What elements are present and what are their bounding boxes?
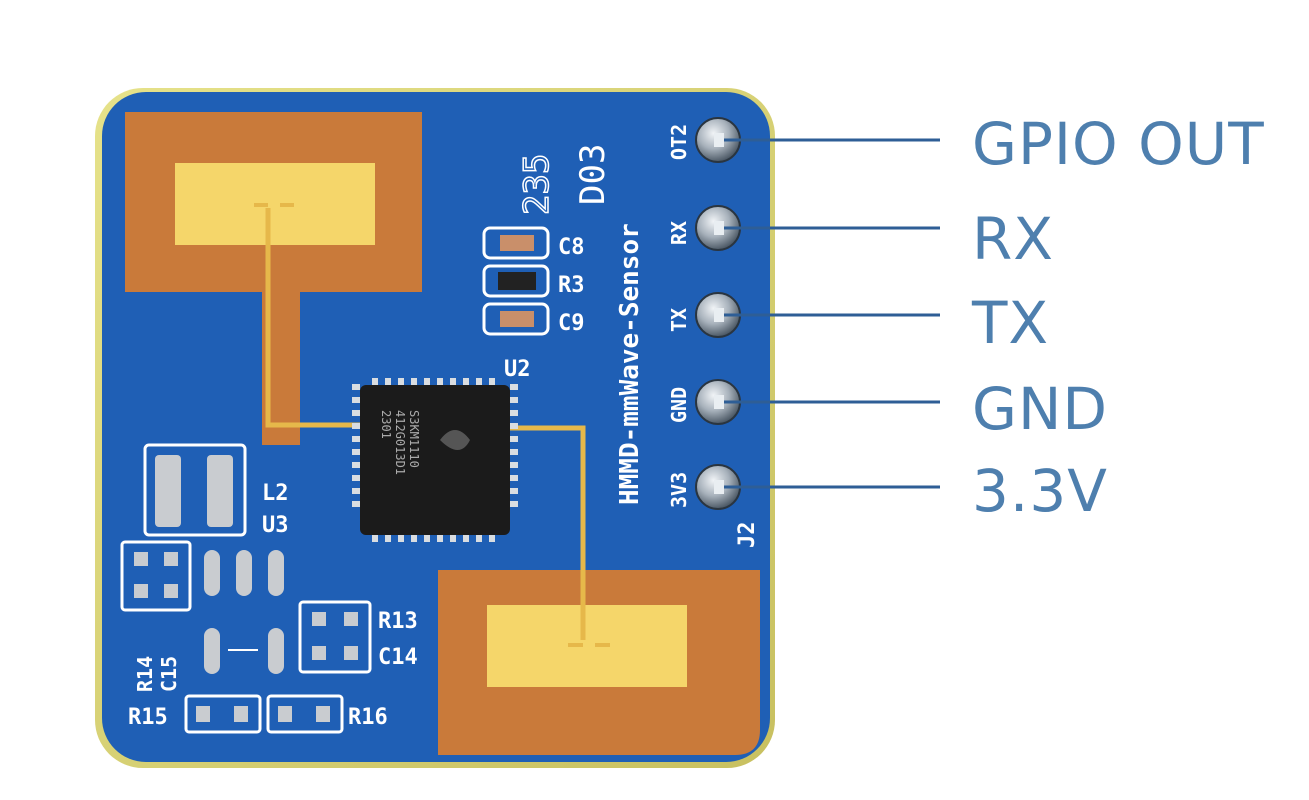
chip-lead — [510, 423, 518, 429]
pin-label-gnd: GND — [972, 375, 1108, 443]
chip-lead — [352, 423, 360, 429]
chip-lead — [476, 534, 482, 542]
chip-lead — [372, 378, 378, 386]
silk-c14: C14 — [378, 645, 418, 670]
chip-lead — [352, 410, 360, 416]
chip-lead — [411, 378, 417, 386]
silk-u3: U3 — [262, 513, 289, 538]
chip-lead — [352, 384, 360, 390]
chip-lead — [510, 384, 518, 390]
pad-group-r16 — [266, 694, 344, 734]
antenna-pad-bottom — [487, 605, 687, 687]
silk-pin-tx: TX — [667, 308, 691, 332]
capacitor-c8 — [482, 226, 550, 260]
chip-lead — [411, 534, 417, 542]
silk-serial: 235 — [517, 154, 557, 215]
chip-lead — [510, 488, 518, 494]
pad-group-r14-c15 — [120, 540, 192, 612]
silk-c15: C15 — [157, 656, 181, 692]
silk-r16: R16 — [348, 705, 388, 730]
chip-lead — [450, 378, 456, 386]
chip-lead — [510, 501, 518, 507]
chip-logo — [440, 430, 470, 450]
chip-lead — [352, 501, 360, 507]
chip-lead — [352, 436, 360, 442]
header-pin-tip-rx — [714, 221, 724, 235]
pin-label-3v3: 3.3V — [972, 457, 1108, 525]
chip-lead — [352, 462, 360, 468]
silk-r15: R15 — [128, 705, 168, 730]
feed-trace-top — [265, 208, 360, 428]
chip-lead — [510, 462, 518, 468]
chip-lead — [463, 534, 469, 542]
chip-lead — [510, 436, 518, 442]
chip-lead — [437, 378, 443, 386]
feed-trace-bottom — [510, 425, 586, 640]
silk-l2: L2 — [262, 481, 289, 506]
silk-pin-3v3: 3V3 — [667, 472, 691, 508]
silk-model: HMMD-mmWave-Sensor — [615, 223, 645, 505]
silk-pin-rx: RX — [667, 221, 691, 245]
chip-lead — [463, 378, 469, 386]
chip-lead — [398, 534, 404, 542]
chip-lead — [352, 488, 360, 494]
silk-u2: U2 — [504, 357, 531, 382]
pin-label-tx: TX — [972, 289, 1050, 357]
chip-line-3: 2301 — [379, 410, 393, 439]
chip-lead — [510, 397, 518, 403]
chip-lead — [510, 449, 518, 455]
header-pin-tip-gpio-out — [714, 133, 724, 147]
header-pin-tip-3v3 — [714, 480, 724, 494]
header-pin-tip-gnd — [714, 395, 724, 409]
pin-label-rx: RX — [972, 205, 1055, 273]
chip-lead — [352, 397, 360, 403]
chip-lead — [489, 534, 495, 542]
chip-lead — [352, 475, 360, 481]
silk-pin-gnd: GND — [667, 387, 691, 423]
silk-pin-ot2: OT2 — [667, 124, 691, 160]
pad-group-r15 — [184, 694, 262, 734]
chip-lead — [510, 475, 518, 481]
chip-lead — [510, 410, 518, 416]
chip-line-1: S3KM1110 — [407, 410, 421, 468]
chip-line-2: 412G013D1 — [393, 410, 407, 475]
chip-lead — [385, 378, 391, 386]
silk-c9: C9 — [558, 311, 585, 336]
silk-c8: C8 — [558, 235, 585, 260]
chip-lead — [372, 534, 378, 542]
chip-lead — [385, 534, 391, 542]
radar-chip: S3KM1110 412G013D1 2301 — [352, 378, 518, 542]
resistor-r3 — [482, 264, 550, 298]
chip-lead — [424, 378, 430, 386]
silk-r3: R3 — [558, 273, 585, 298]
chip-lead — [437, 534, 443, 542]
capacitor-c9 — [482, 302, 550, 336]
silk-batch: D03 — [573, 144, 613, 205]
chip-lead — [424, 534, 430, 542]
pad-group-r13-c14 — [298, 600, 372, 674]
chip-lead — [489, 378, 495, 386]
header-pin-tip-tx — [714, 308, 724, 322]
pad-group-u3 — [204, 550, 284, 674]
silk-r14: R14 — [133, 656, 157, 692]
chip-lead — [352, 449, 360, 455]
silk-r13: R13 — [378, 609, 418, 634]
inductor-l2 — [143, 443, 247, 537]
pin-label-gpio-out: GPIO OUT — [972, 110, 1265, 178]
silk-j2: J2 — [735, 522, 760, 549]
chip-lead — [398, 378, 404, 386]
chip-lead — [476, 378, 482, 386]
chip-lead — [450, 534, 456, 542]
antenna-pad-top — [175, 163, 375, 245]
